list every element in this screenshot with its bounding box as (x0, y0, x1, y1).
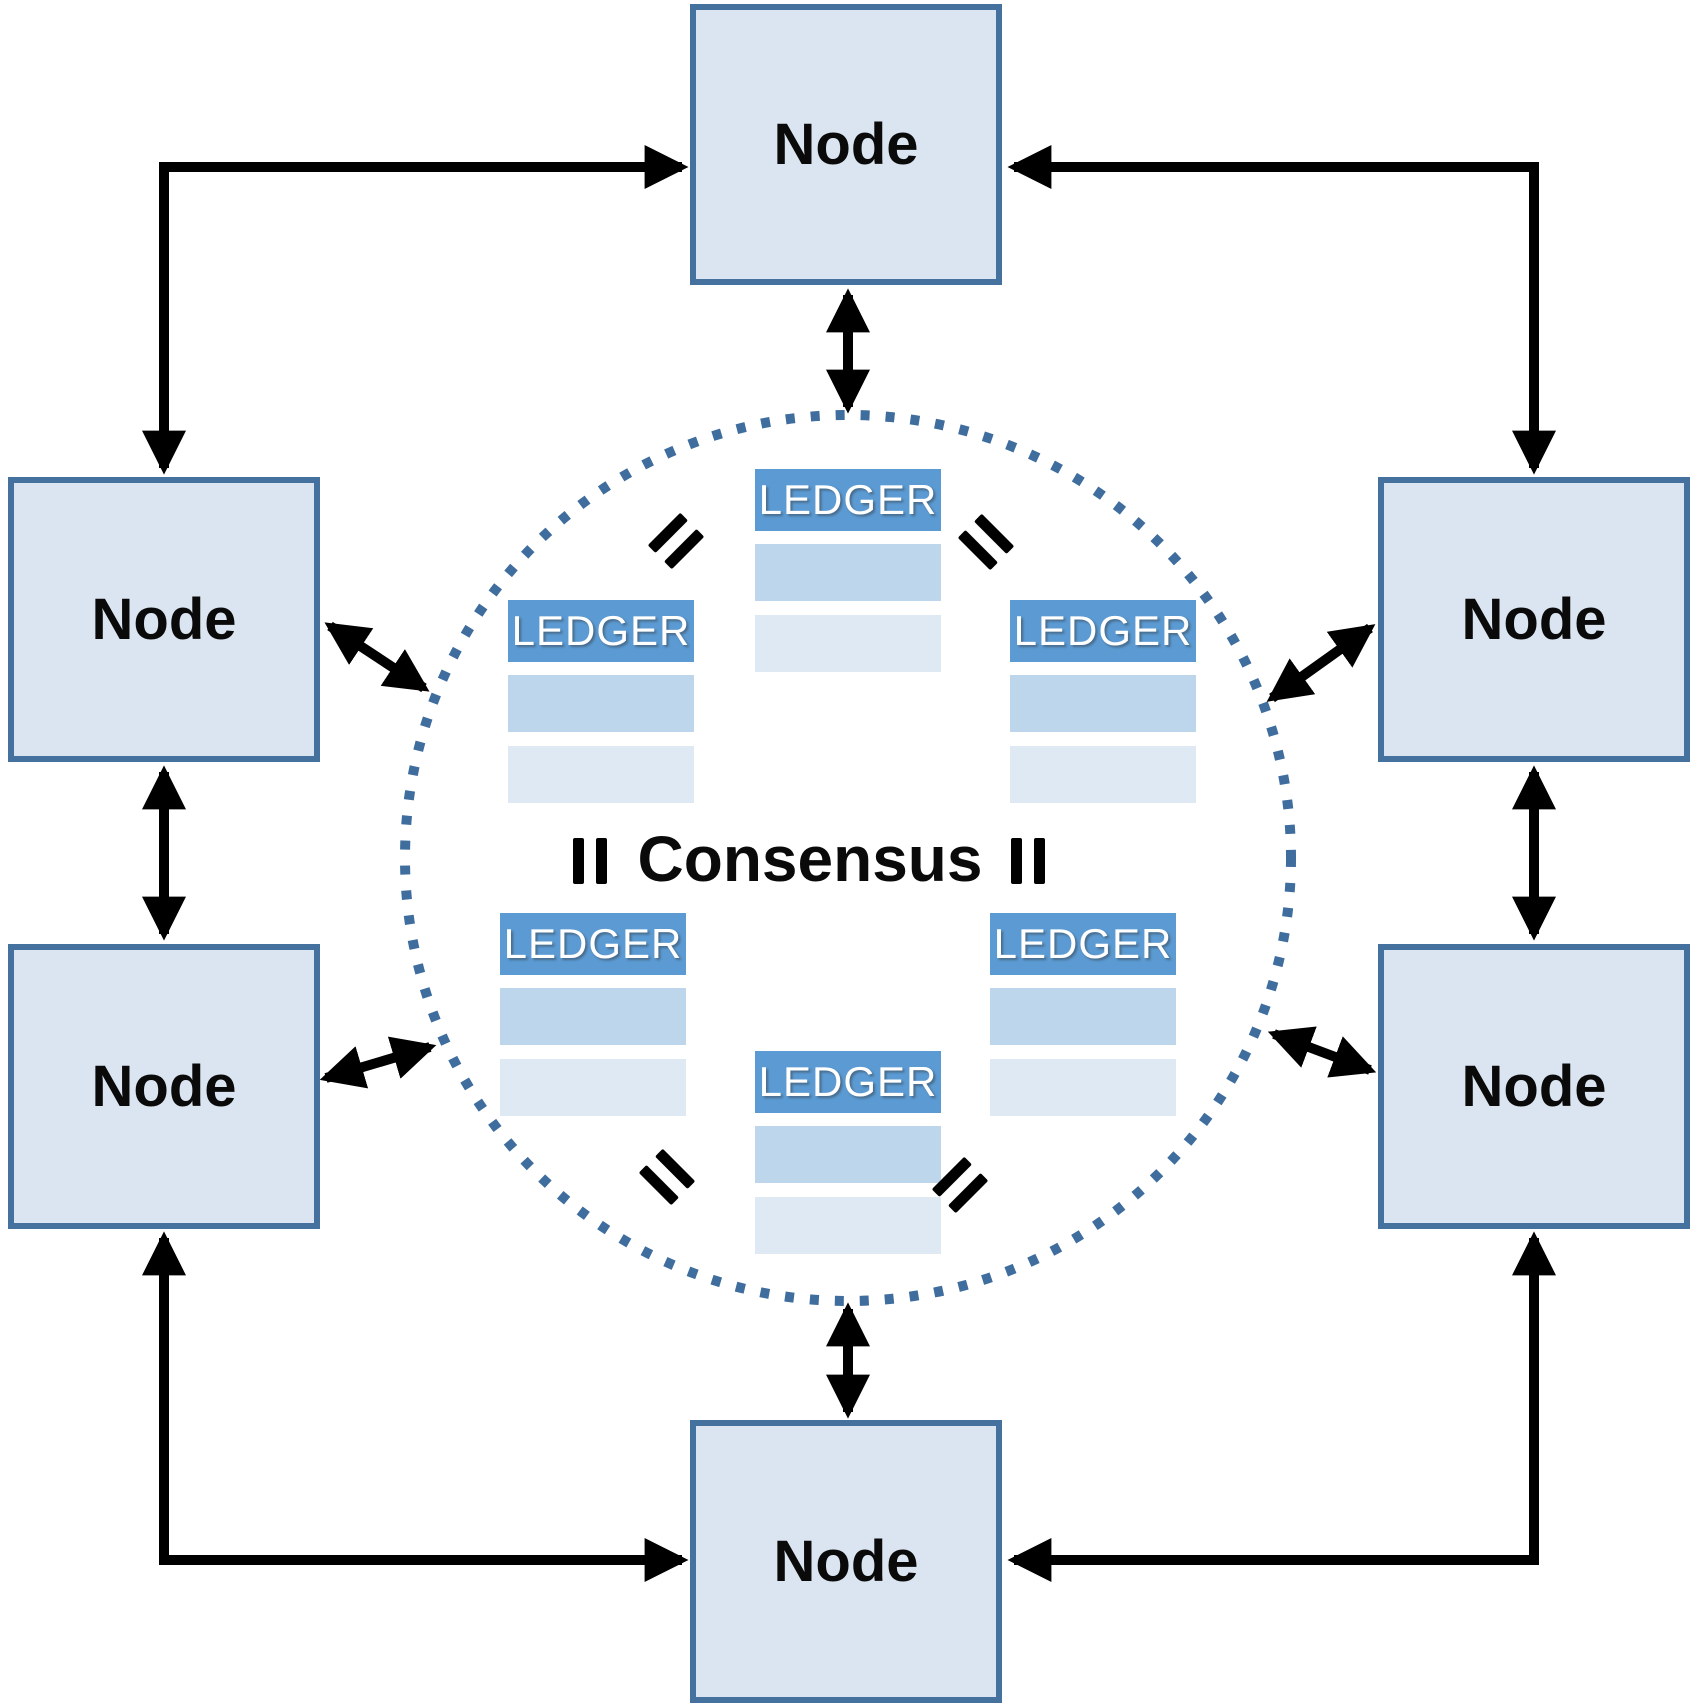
equals-icon (1011, 838, 1045, 884)
ledger-row (755, 1126, 941, 1183)
consensus-label: Consensus (637, 823, 983, 895)
ledger-table-middle-right: LEDGER (1010, 600, 1196, 803)
elbow-arrow-bottom-right (1007, 1231, 1557, 1583)
ledger-table-lower-right: LEDGER (990, 913, 1176, 1116)
ledger-row (508, 746, 694, 803)
node-label: Node (1461, 587, 1607, 652)
ledger-header: LEDGER (1010, 600, 1196, 662)
ledger-table-middle-left: LEDGER (508, 600, 694, 803)
diagonal-arrow-left-upper (324, 621, 430, 693)
node-box-top: Node (690, 4, 1002, 285)
ledger-header: LEDGER (755, 1051, 941, 1113)
consensus-boundary-circle (400, 410, 1296, 1306)
equals-bar (596, 838, 607, 884)
node-box-left-lower: Node (8, 944, 320, 1229)
node-box-right-lower: Node (1378, 944, 1690, 1229)
ledger-row (1010, 675, 1196, 732)
ledger-table-top-center: LEDGER (755, 469, 941, 672)
ledger-header: LEDGER (500, 913, 686, 975)
node-label: Node (773, 1529, 919, 1594)
elbow-arrow-top-right (1007, 144, 1557, 475)
ledger-row (755, 1197, 941, 1254)
node-label: Node (1461, 1054, 1607, 1119)
ledger-row (755, 544, 941, 601)
equals-bar (573, 838, 584, 884)
node-box-bottom: Node (690, 1420, 1002, 1703)
node-label: Node (91, 587, 237, 652)
ledger-row (500, 1059, 686, 1116)
node-label: Node (91, 1054, 237, 1119)
elbow-arrow-bottom-left (141, 1231, 689, 1583)
ledger-table-bottom-center: LEDGER (755, 1051, 941, 1254)
ledger-row (990, 988, 1176, 1045)
node-box-left-upper: Node (8, 477, 320, 762)
ledger-table-lower-left: LEDGER (500, 913, 686, 1116)
ledger-row (1010, 746, 1196, 803)
ledger-row (500, 988, 686, 1045)
elbow-arrow-top-left (141, 144, 689, 475)
diagonal-arrow-right-lower (1267, 1026, 1377, 1078)
ledger-header: LEDGER (990, 913, 1176, 975)
equals-bar (1011, 838, 1022, 884)
node-label: Node (773, 112, 919, 177)
diagonal-arrow-right-upper (1266, 623, 1376, 703)
ledger-row (990, 1059, 1176, 1116)
equals-icon (573, 838, 607, 884)
ledger-row (508, 675, 694, 732)
ledger-header: LEDGER (755, 469, 941, 531)
ledger-row (755, 615, 941, 672)
diagonal-arrow-left-lower (319, 1036, 437, 1089)
equals-bar (1034, 838, 1045, 884)
ledger-header: LEDGER (508, 600, 694, 662)
node-box-right-upper: Node (1378, 477, 1690, 762)
